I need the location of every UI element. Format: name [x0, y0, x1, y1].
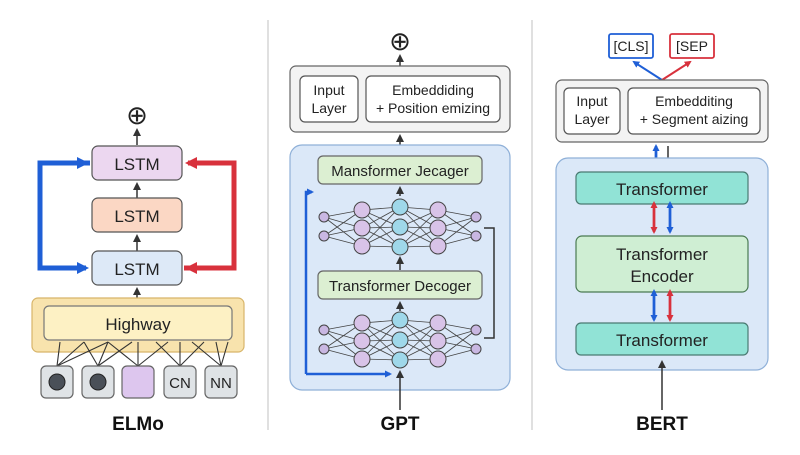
gpt-embedding-line2: + Position emizing: [376, 100, 490, 116]
input-token-1-dot: [48, 373, 66, 391]
highway-label: Highway: [105, 315, 171, 334]
lstm-top-label: LSTM: [114, 155, 159, 174]
backward-arrow-top: [184, 157, 237, 271]
bert-panel: [CLS] [SEP Input Layer Embedditing + Seg…: [555, 33, 769, 435]
gpt-neural-net-lower: [318, 311, 482, 369]
gpt-decoder-block: [317, 270, 483, 300]
bert-input-layer-box: [563, 87, 621, 135]
lstm-top-box: [91, 145, 183, 181]
input-token-3: [121, 365, 155, 399]
fan-in-lines: [56, 341, 229, 367]
gpt-top-block-label: Mansformer Jecager: [331, 163, 469, 180]
lstm-mid-box: [91, 197, 183, 233]
input-token-5-label: NN: [210, 375, 232, 392]
input-token-5: [204, 365, 238, 399]
forward-arrow-bottom: [37, 160, 90, 274]
sep-token-box: [669, 33, 715, 59]
gpt-embedding-box: [365, 75, 501, 123]
highway-box: [43, 305, 233, 341]
gpt-panel: ⊕ Input Layer Embeddiding + Position emi…: [289, 26, 511, 435]
gpt-residual-arrow-top: [304, 188, 314, 374]
elmo-plus-icon: ⊕: [126, 100, 148, 130]
cls-token-label: [CLS]: [613, 38, 648, 54]
input-token-4: [163, 365, 197, 399]
gpt-input-layer-line2: Layer: [311, 100, 346, 116]
sep-arrow: [661, 60, 692, 81]
gpt-right-bracket: [484, 227, 495, 339]
bert-embedding-box: [627, 87, 761, 135]
gpt-plus-icon: ⊕: [389, 26, 411, 56]
cls-token-box: [608, 33, 654, 59]
bert-embedding-line1: Embedditing: [655, 93, 733, 109]
bert-transformer-bottom-label: Transformer: [616, 331, 708, 350]
bert-bidir-arrows-3: [650, 289, 674, 322]
cls-arrow: [632, 60, 663, 81]
bert-input-layer-line2: Layer: [574, 111, 609, 127]
bert-transformer-bottom-box: [575, 322, 749, 356]
gpt-decoder-block-label: Transformer Decoger: [329, 278, 471, 295]
gpt-input-layer-line1: Input: [313, 82, 344, 98]
bert-transformer-top-box: [575, 171, 749, 205]
bert-embedding-line2: + Segment aizing: [640, 111, 749, 127]
bert-transformer-top-label: Transformer: [616, 180, 708, 199]
lstm-bottom-box: [91, 250, 183, 286]
lstm-mid-label: LSTM: [114, 207, 159, 226]
input-token-4-label: CN: [169, 375, 191, 392]
gpt-input-layer-box: [299, 75, 359, 123]
bert-encoder-line2: Encoder: [630, 267, 694, 286]
bert-encoder-line1: Transformer: [616, 245, 708, 264]
lstm-bottom-label: LSTM: [114, 260, 159, 279]
bert-encoder-box: [575, 235, 749, 293]
bert-input-layer-line1: Input: [576, 93, 607, 109]
gpt-title: GPT: [380, 414, 419, 435]
sep-token-label: [SEP: [676, 38, 708, 54]
bert-title: BERT: [636, 414, 688, 435]
input-token-2-dot: [89, 373, 107, 391]
elmo-title: ELMo: [112, 414, 164, 435]
elmo-panel: ⊕ LSTM LSTM LSTM Highway: [31, 100, 245, 435]
gpt-neural-net-upper: [318, 198, 482, 256]
gpt-embedding-line1: Embeddiding: [392, 82, 474, 98]
gpt-top-block: [317, 155, 483, 185]
bert-bidir-arrows-2: [650, 201, 674, 234]
